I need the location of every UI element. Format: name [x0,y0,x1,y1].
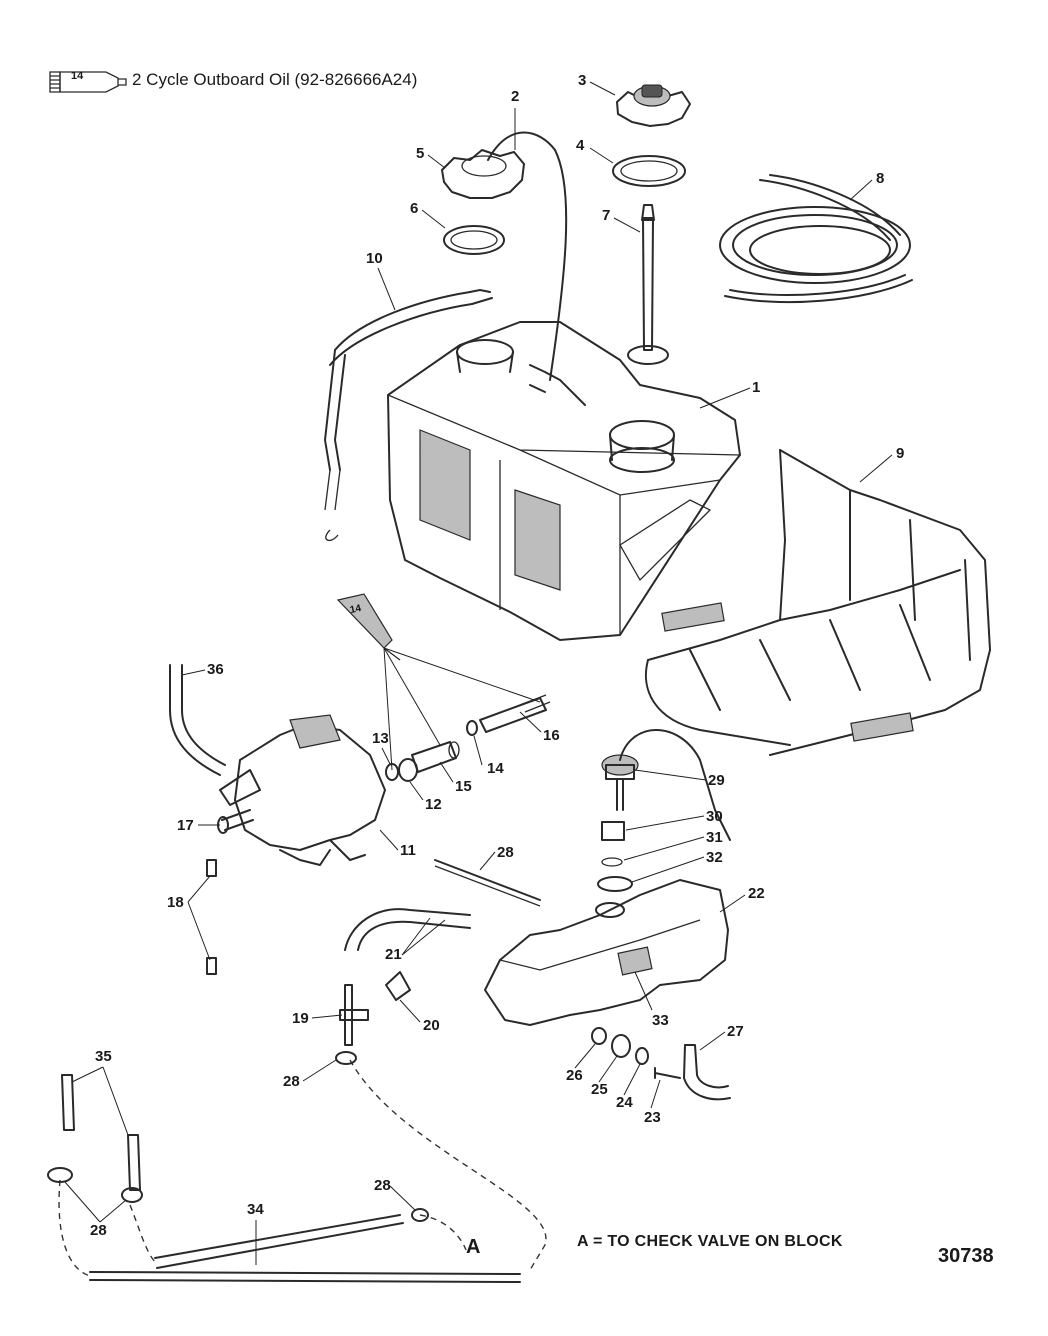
clip-31-part [601,857,623,867]
callout-5: 5 [416,145,424,162]
callout-35: 35 [95,1048,112,1065]
oil-reservoir-part [484,879,729,1026]
callout-34: 34 [247,1201,264,1218]
elbow-hose-part [169,664,221,776]
fittings-35-part [61,1074,141,1191]
callout-1: 1 [752,379,760,396]
connection-marker-a: A [466,1236,481,1258]
cable-tie-part [434,859,541,901]
pickup-tube-part [627,204,669,365]
callout-12: 12 [425,796,442,813]
fitting-18-part [206,859,217,975]
elbow-27-part [683,1044,731,1101]
clamp-28c-part [121,1187,143,1203]
tube-inline-number: 14 [348,602,363,617]
callout-17: 17 [177,817,194,834]
callout-21: 21 [385,946,402,963]
tank-strap-part [324,289,493,542]
callout-20: 20 [423,1017,440,1034]
hose-34-part [89,1214,521,1283]
tee-19-part [339,984,369,1046]
screw-17-part [217,809,254,834]
o-ring-14-part [466,720,478,736]
callout-11: 11 [400,842,416,859]
sender-29-part [601,729,731,841]
callout-18: 18 [167,894,184,911]
callout-3: 3 [578,72,586,89]
callout-33: 33 [652,1012,669,1029]
fuel-connector-part [219,714,386,866]
callout-16: 16 [543,727,560,744]
note-check-valve: A = TO CHECK VALVE ON BLOCK [577,1233,843,1250]
callout-15: 15 [455,778,472,795]
callout-labels: 1 2 3 4 5 6 7 8 9 10 11 12 13 14 14 15 1… [90,72,904,1239]
fill-cap-part [441,149,525,199]
washer-24-part [635,1047,649,1065]
callout-25: 25 [591,1081,608,1098]
cap-gasket-part [443,225,505,255]
callout-26: 26 [566,1067,583,1084]
callout-30: 30 [706,808,723,825]
callout-28c: 28 [374,1177,391,1194]
connection-dashed-path [349,1059,547,1271]
callout-28b: 28 [90,1222,107,1239]
oil-tank-part [387,321,741,641]
callout-10: 10 [366,250,383,267]
callout-6: 6 [410,200,418,217]
callout-32: 32 [706,849,723,866]
legend-lubricant-text: 2 Cycle Outboard Oil (92-826666A24) [132,70,418,89]
vent-line-part [487,131,568,381]
clamp-28-part [335,1051,357,1065]
clamp-28b-part [47,1167,73,1183]
callout-7: 7 [602,207,610,224]
cap-20-part [385,971,411,1001]
callout-28d: 28 [497,844,514,861]
leader-lines [64,81,893,1265]
callout-29: 29 [708,772,725,789]
lube-tube-part [336,593,401,661]
lubricant-tube-icon [49,71,127,93]
callout-19: 19 [292,1010,309,1027]
callout-23: 23 [644,1109,661,1126]
fuel-gauge-cap-part [616,84,691,127]
o-ring-32-part [597,876,633,892]
callout-2: 2 [511,88,519,105]
sleeve-15-part [411,741,460,773]
figure-number: 30738 [938,1245,994,1267]
callout-31: 31 [706,829,723,846]
pin-part [479,694,551,733]
callout-22: 22 [748,885,765,902]
callout-28a: 28 [283,1073,300,1090]
callout-9: 9 [896,445,904,462]
clamp-28d-part [411,1208,429,1222]
hose-21-part [344,908,471,951]
hose-coil-part [719,174,913,304]
screw-23-part [654,1067,681,1079]
callout-13: 13 [372,730,389,747]
callout-36: 36 [207,661,224,678]
bushing-26-part [591,1027,607,1045]
grommet-25-part [611,1034,631,1058]
callout-4: 4 [576,137,585,154]
callout-24: 24 [616,1094,633,1111]
tank-tray-part [644,449,991,756]
gauge-gasket-part [612,155,686,187]
callout-8: 8 [876,170,884,187]
bushing-30-part [601,821,625,841]
legend-tube-number: 14 [71,70,84,82]
callout-27: 27 [727,1023,744,1040]
callout-14a: 14 [487,760,504,777]
